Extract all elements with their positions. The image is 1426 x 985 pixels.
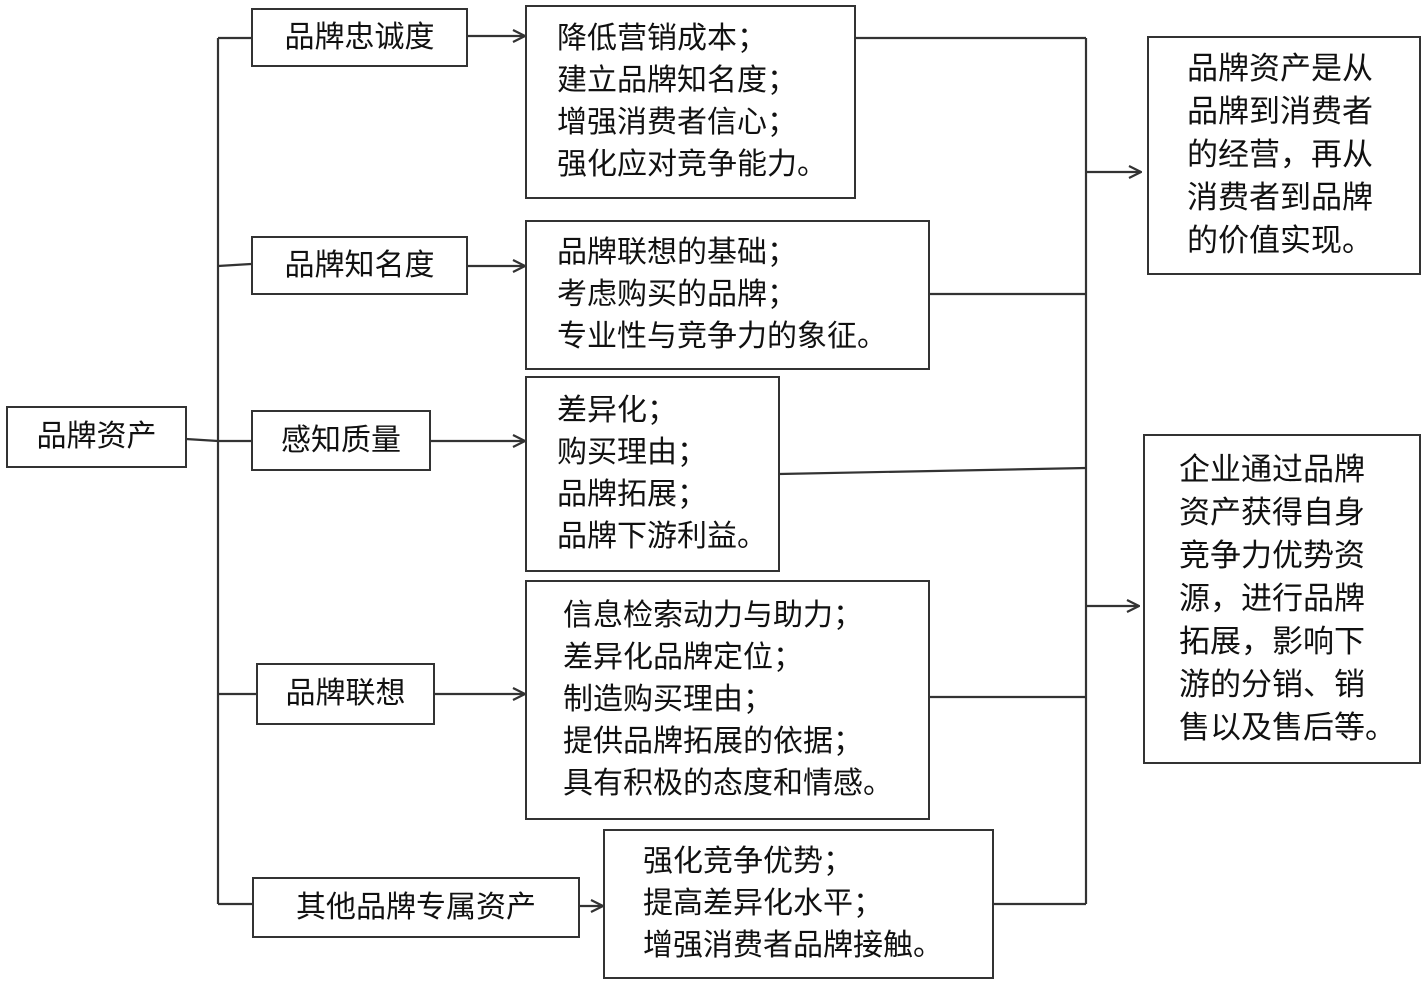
effect-line: 降低营销成本； (557, 21, 767, 56)
result-line: 资产获得自身 (1179, 494, 1365, 531)
result-line: 消费者到品牌 (1187, 180, 1373, 216)
result-line: 品牌资产是从 (1187, 51, 1373, 87)
result-box-value-realization: 品牌资产是从 品牌到消费者 的经营，再从 消费者到品牌 的价值实现。 (1147, 36, 1421, 275)
effect-line: 增强消费者信心； (557, 105, 797, 140)
effect-line: 信息检索动力与助力； (563, 598, 863, 633)
effect-line: 具有积极的态度和情感。 (563, 766, 893, 801)
effect-line: 提高差异化水平； (643, 886, 883, 921)
effect-box-perceived-quality: 差异化； 购买理由； 品牌拓展； 品牌下游利益。 (525, 376, 780, 572)
result-line: 的价值实现。 (1187, 223, 1373, 259)
effect-line: 专业性与竞争力的象征。 (557, 319, 887, 354)
effect-line: 增强消费者品牌接触。 (643, 928, 943, 963)
branch-2 (217, 262, 252, 268)
result-line: 品牌到消费者 (1187, 94, 1373, 130)
dimension-box-other-proprietary-assets: 其他品牌专属资产 (252, 877, 580, 938)
dimension-box-brand-awareness: 品牌知名度 (251, 236, 468, 295)
result-line: 竞争力优势资 (1179, 537, 1365, 574)
dimension-label: 品牌知名度 (284, 247, 435, 283)
dimension-box-perceived-quality: 感知质量 (251, 410, 431, 471)
effect-line: 品牌联想的基础； (557, 235, 797, 270)
effect-line: 差异化品牌定位； (563, 640, 803, 675)
effect-line: 差异化； (557, 393, 677, 428)
root-box: 品牌资产 (6, 406, 187, 468)
effect-line: 提供品牌拓展的依据； (563, 724, 863, 759)
effect-line: 品牌下游利益。 (557, 519, 767, 554)
root-label: 品牌资产 (36, 419, 157, 454)
effect-box-brand-loyalty: 降低营销成本； 建立品牌知名度； 增强消费者信心； 强化应对竞争能力。 (525, 5, 856, 199)
effect-line: 强化应对竞争能力。 (557, 147, 827, 182)
effect-box-brand-awareness: 品牌联想的基础； 考虑购买的品牌； 专业性与竞争力的象征。 (525, 220, 930, 370)
dimension-box-brand-loyalty: 品牌忠诚度 (251, 8, 468, 67)
effect-line: 考虑购买的品牌； (557, 277, 797, 312)
effect-line: 建立品牌知名度； (557, 63, 797, 98)
dimension-label: 品牌忠诚度 (284, 19, 435, 55)
dimension-label: 感知质量 (281, 422, 401, 458)
result-line: 的经营，再从 (1187, 137, 1373, 173)
dimension-box-brand-association: 品牌联想 (256, 663, 435, 725)
effect-line: 制造购买理由； (563, 682, 773, 717)
effect-line: 强化竞争优势； (643, 844, 853, 879)
result-box-competitive-advantage: 企业通过品牌 资产获得自身 竞争力优势资 源，进行品牌 拓展，影响下 游的分销、… (1143, 434, 1421, 764)
result-line: 源，进行品牌 (1179, 580, 1365, 617)
result-line: 售以及售后等。 (1179, 709, 1396, 746)
effect-line: 购买理由； (557, 435, 707, 470)
dimension-label: 品牌联想 (285, 676, 406, 711)
effect-box-brand-association: 信息检索动力与助力； 差异化品牌定位； 制造购买理由； 提供品牌拓展的依据； 具… (525, 580, 930, 820)
root-connector (185, 437, 219, 443)
result-line: 拓展，影响下 (1179, 623, 1365, 660)
result-line: 企业通过品牌 (1179, 451, 1365, 488)
effect-box-other-proprietary-assets: 强化竞争优势； 提高差异化水平； 增强消费者品牌接触。 (603, 829, 994, 979)
result-line: 游的分销、销 (1179, 666, 1365, 703)
dimension-label: 其他品牌专属资产 (296, 889, 536, 925)
effect-line: 品牌拓展； (557, 477, 707, 512)
effect-connector-3 (778, 466, 1087, 476)
